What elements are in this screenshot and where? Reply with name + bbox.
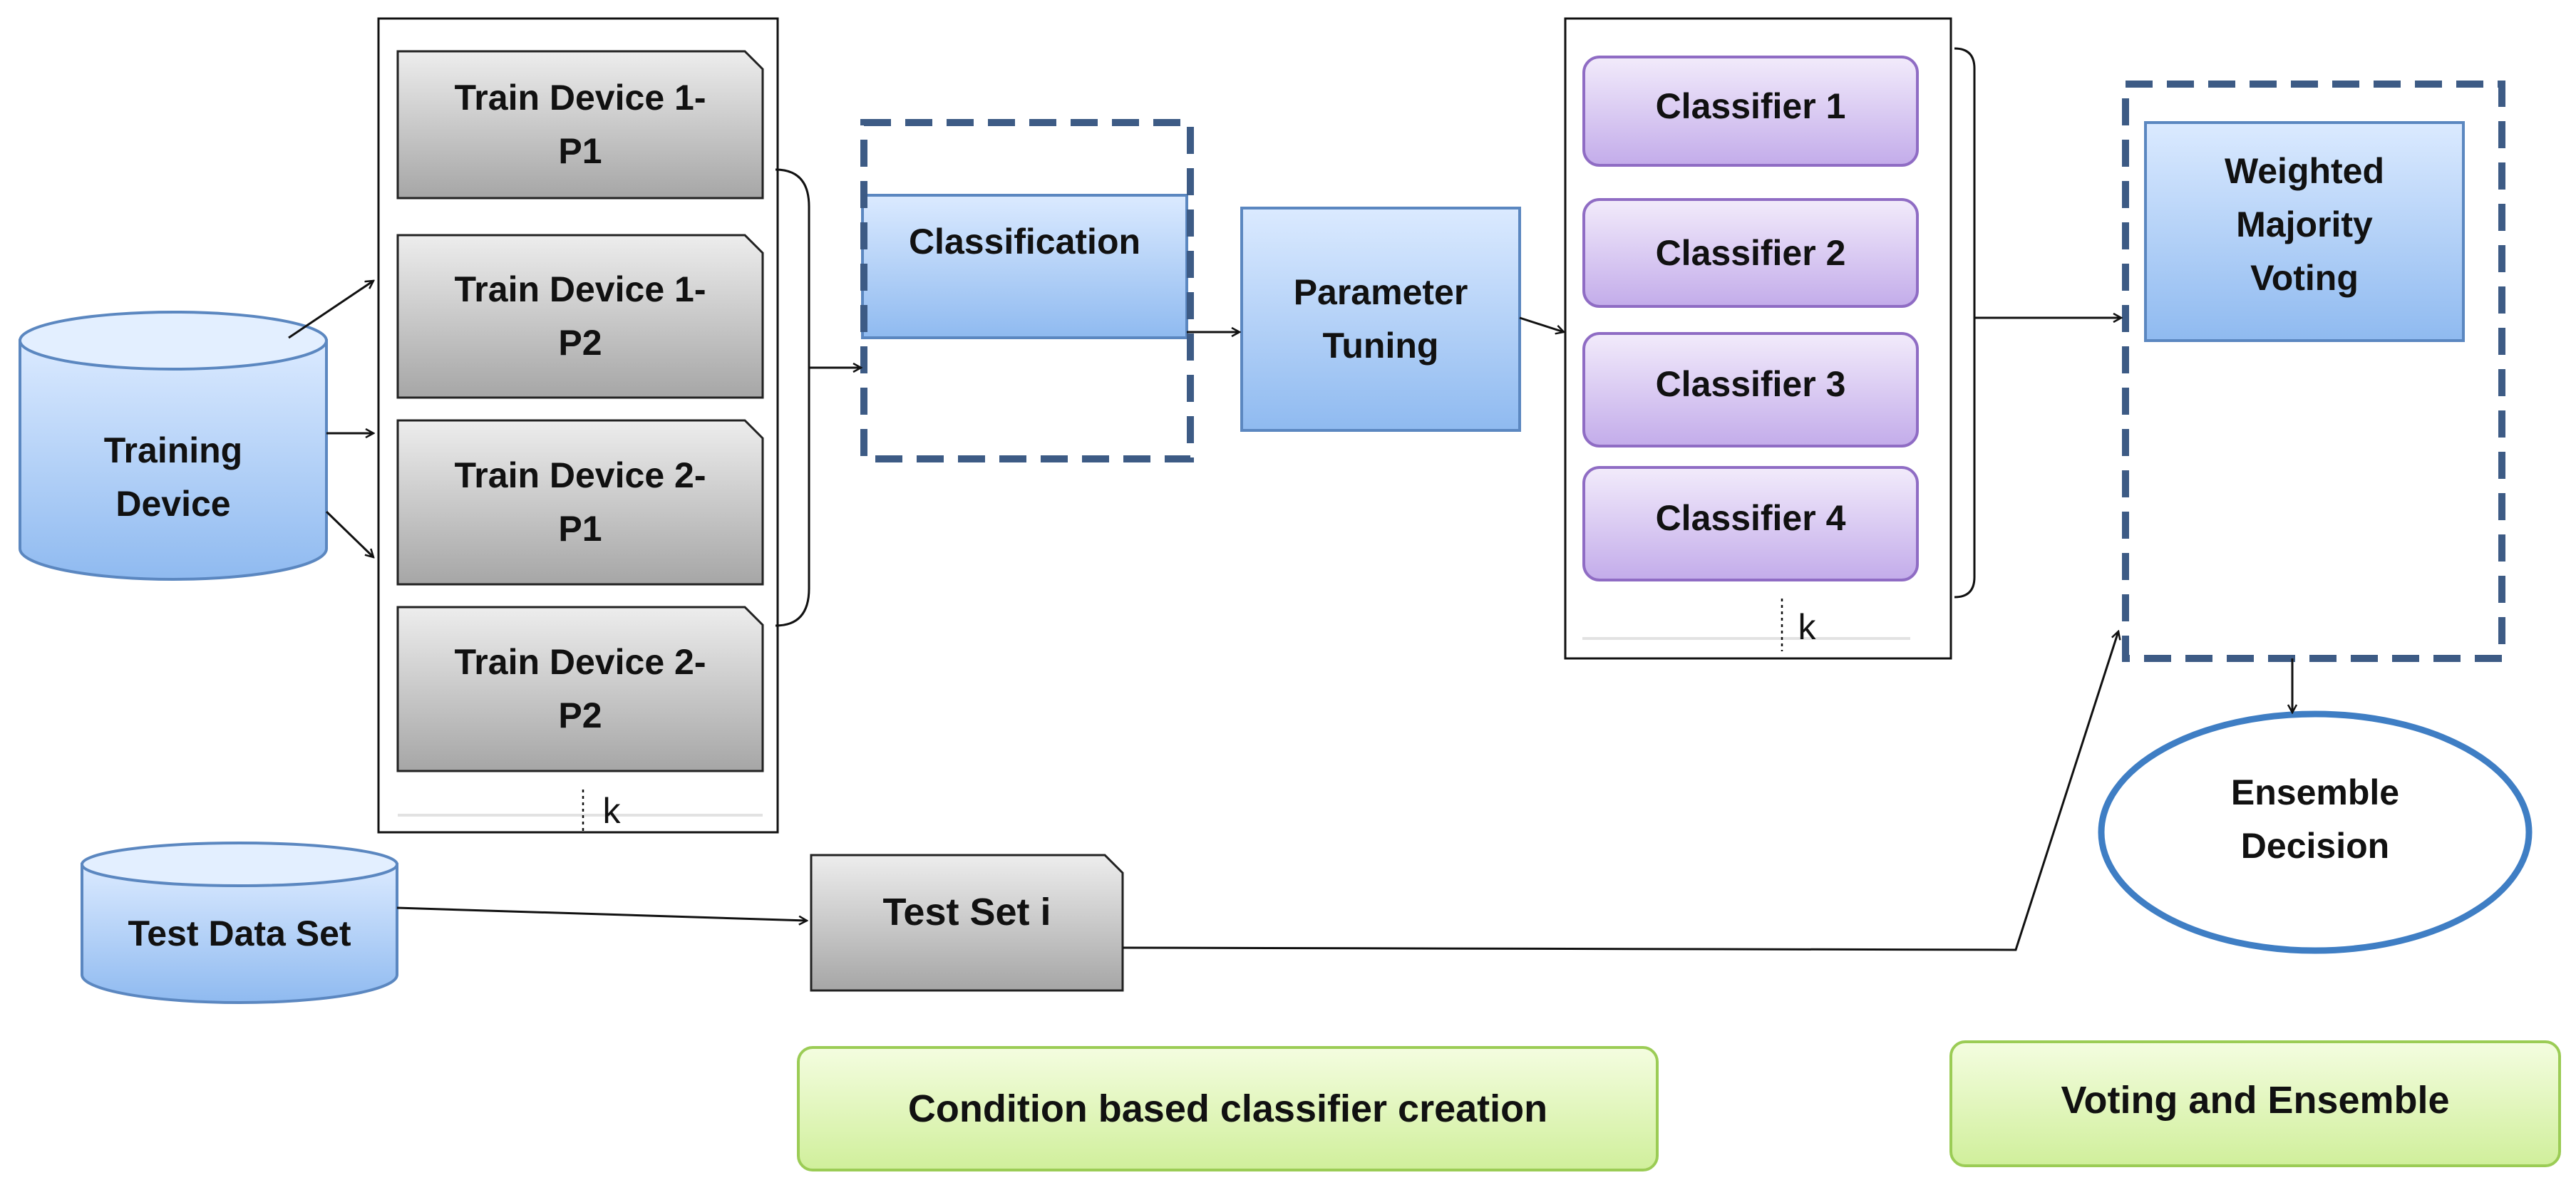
train-device-1-p1-box [396, 50, 764, 200]
classifier-4-box [1582, 466, 1919, 581]
voting-ensemble-phase-label: Voting and Ensemble [2061, 1078, 2450, 1122]
classifier-bracket [1954, 47, 1976, 599]
train-device-1-p2-label: Train Device 1- P2 [454, 269, 706, 363]
training-device-label: Training Device [103, 430, 243, 524]
classification-box [861, 194, 1188, 339]
arrow-to-classifiers [1519, 316, 1564, 332]
test-data-set-label: Test Data Set [128, 913, 351, 953]
train-device-2-p1-label: Train Device 2- P1 [454, 455, 706, 549]
classifier-4-label: Classifier 4 [1655, 497, 1846, 538]
connectors [288, 281, 2292, 951]
train-bracket [775, 168, 810, 627]
weighted-majority-voting-box [2144, 121, 2465, 342]
train-ellipsis-k: k [602, 790, 621, 831]
classifier-1-label: Classifier 1 [1655, 86, 1846, 126]
weighted-majority-voting-label: Weighted Majority Voting [2224, 150, 2385, 298]
classification-dashed-frame [860, 119, 1194, 462]
train-device-1-p2-box [396, 234, 764, 399]
ensemble-decision-label: Ensemble Decision [2230, 772, 2400, 866]
training-device-cylinder [19, 311, 328, 581]
test-data-set-cylinder [81, 842, 398, 1004]
classifier-2-label: Classifier 2 [1655, 232, 1846, 273]
test-set-i-label: Test Set i [882, 890, 1051, 933]
arrow-test-set-to-voting [1122, 631, 2118, 951]
classification-label: Classification [908, 221, 1141, 262]
classifier-1-box [1582, 56, 1919, 167]
classifier-2-box [1582, 198, 1919, 308]
classifier-creation-phase-box [797, 1046, 1659, 1171]
train-device-2-p1-box [396, 419, 764, 586]
arrow-training-to-p3 [325, 510, 373, 557]
parameter-tuning-box [1240, 207, 1521, 432]
train-device-2-p2-box [396, 606, 764, 772]
arrow-training-to-p1 [288, 281, 373, 339]
parameter-tuning-label: Parameter Tuning [1293, 272, 1468, 366]
voting-dashed-frame [2122, 81, 2505, 662]
ensemble-decision-ellipse [2098, 710, 2533, 954]
classifier-creation-phase-label: Condition based classifier creation [907, 1087, 1548, 1130]
train-device-1-p1-label: Train Device 1- P1 [454, 78, 706, 171]
arrow-test-data-to-test-set [396, 906, 807, 921]
train-device-2-p2-label: Train Device 2- P2 [454, 642, 706, 735]
test-set-i-box [810, 854, 1124, 992]
classifier-3-label: Classifier 3 [1655, 363, 1846, 404]
voting-ensemble-phase-box [1949, 1040, 2561, 1167]
classifier-ellipsis-k: k [1798, 606, 1816, 647]
classifier-3-box [1582, 332, 1919, 447]
